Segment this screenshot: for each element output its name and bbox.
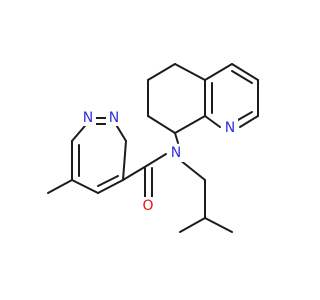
atom-label: O — [142, 198, 153, 214]
bond-c3-c4 — [122, 140, 127, 181]
atom-label: N — [225, 120, 235, 136]
bond-py-5 — [204, 115, 221, 128]
bond-py-2 — [231, 63, 259, 81]
molecule-structure-diagram: N N N O N — [47, 63, 259, 233]
atom-bg — [140, 197, 156, 215]
bond-carbonyl-n — [147, 153, 167, 166]
atom-bg — [80, 110, 96, 126]
atom-label: N — [171, 145, 181, 161]
atom-label: N — [83, 110, 93, 126]
bond-py-4-inner — [237, 111, 253, 121]
bond-c5-c6 — [71, 179, 99, 194]
atom-bg — [222, 119, 238, 137]
atom-pyridazine-n1: N — [80, 110, 96, 126]
atom-label: N — [109, 110, 119, 126]
bond-c4-c5 — [97, 179, 124, 194]
bond-ring-5-ch — [174, 115, 206, 134]
bond-py-4 — [239, 115, 259, 128]
atom-amide-o: O — [140, 197, 156, 215]
bond-n-ch — [174, 132, 179, 144]
atom-bg — [168, 144, 184, 162]
bond-n-ch2 — [179, 159, 206, 181]
atom-label-layer: N N N O N — [80, 110, 238, 215]
bond-py-2-inner — [231, 70, 253, 84]
bond-ring-3-4 — [174, 63, 206, 81]
atom-pyridazine-n2: N — [106, 110, 122, 126]
bond-c4-carbonyl — [122, 164, 149, 181]
atom-amide-n: N — [168, 144, 184, 162]
atom-quinoline-n: N — [222, 119, 238, 137]
bond-ch-me2 — [204, 217, 233, 233]
bond-methyl — [47, 179, 73, 194]
bond-c4-c5-inner — [97, 175, 119, 187]
bond-ch-me1 — [179, 217, 206, 233]
bond-py-1 — [204, 63, 233, 81]
bond-ring-2-3 — [147, 63, 176, 81]
atom-bg — [106, 110, 122, 126]
bond-ch-ring1 — [147, 115, 176, 134]
